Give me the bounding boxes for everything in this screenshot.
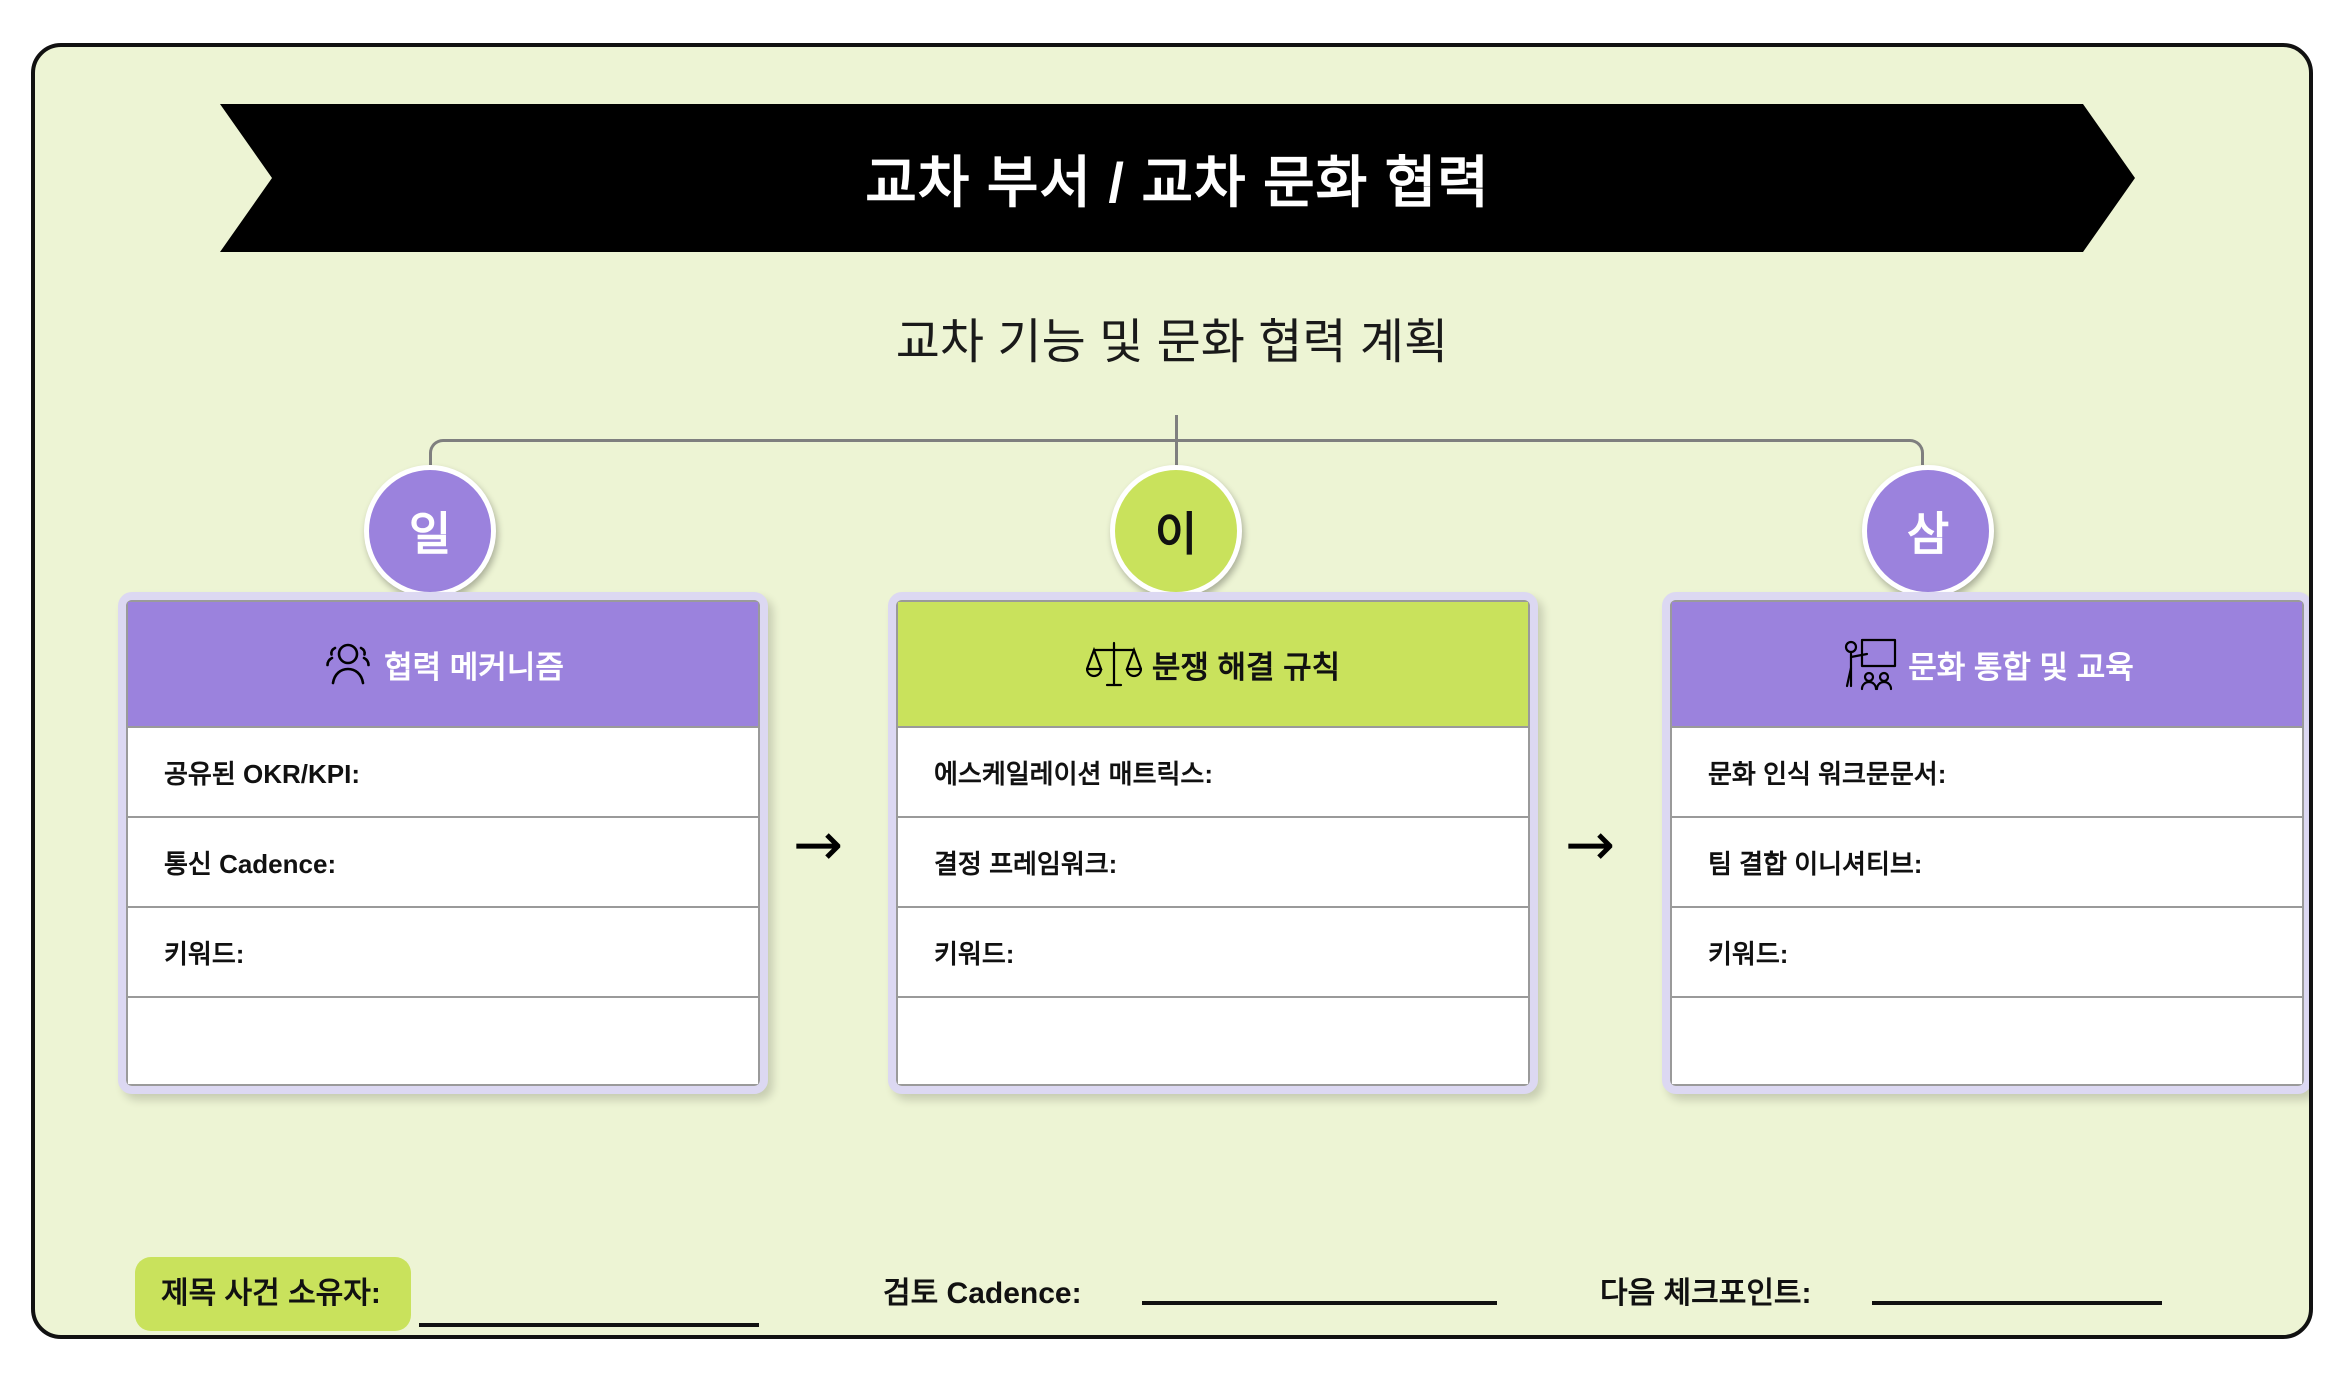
card-dispute-resolution[interactable]: 분쟁 해결 규칙 에스케일레이션 매트릭스: 결정 프레임워크: 키워드:: [888, 592, 1538, 1094]
footer-owner-blank[interactable]: [418, 1322, 759, 1327]
card-3-row-4[interactable]: [1670, 998, 2304, 1086]
footer-review-field[interactable]: 검토 Cadence:: [883, 1279, 1497, 1309]
card-collaboration-mechanism[interactable]: 협력 메커니즘 공유된 OKR/KPI: 통신 Cadence: 키워드:: [118, 592, 768, 1094]
card-1-row-1[interactable]: 공유된 OKR/KPI:: [126, 728, 760, 818]
card-3-header: 문화 통합 및 교육: [1670, 600, 2304, 728]
people-group-icon: [322, 641, 374, 687]
footer-checkpoint-label: 다음 체크포인트:: [1600, 1277, 1812, 1310]
connector-bar: [429, 439, 1924, 465]
card-2-row-4[interactable]: [896, 998, 1530, 1086]
step-badge-2-label: 이: [1154, 508, 1198, 560]
footer-owner-field[interactable]: 제목 사건 소유자:: [135, 1257, 759, 1331]
card-1-row-2[interactable]: 통신 Cadence:: [126, 818, 760, 908]
page-title: 교차 부서 / 교차 문화 협력: [865, 150, 1490, 214]
card-1-row-4[interactable]: [126, 998, 760, 1086]
card-3-title: 문화 통합 및 교육: [1908, 649, 2134, 685]
header-banner: 교차 부서 / 교차 문화 협력: [220, 104, 2135, 252]
footer-checkpoint-blank[interactable]: [1871, 1300, 2162, 1305]
card-3-row-2[interactable]: 팀 결합 이니셔티브:: [1670, 818, 2304, 908]
connector-stem: [1175, 415, 1178, 477]
scales-of-justice-icon: [1085, 639, 1142, 689]
subtitle: 교차 기능 및 문화 협력 계획: [895, 316, 1449, 369]
flow-arrow-1: →: [792, 810, 844, 880]
header-banner-shape: 교차 부서 / 교차 문화 협력: [220, 104, 2135, 252]
card-1-title: 협력 메커니즘: [384, 649, 564, 685]
card-3-row-3[interactable]: 키워드:: [1670, 908, 2304, 998]
card-3-row-1[interactable]: 문화 인식 워크문문서:: [1670, 728, 2304, 818]
footer: 제목 사건 소유자: 검토 Cadence: 다음 체크포인트:: [35, 1242, 2309, 1335]
step-badge-3-label: 삼: [1906, 508, 1950, 560]
card-1-row-3[interactable]: 키워드:: [126, 908, 760, 998]
footer-owner-label: 제목 사건 소유자:: [135, 1257, 411, 1331]
card-2-header: 분쟁 해결 규칙: [896, 600, 1530, 728]
slide-canvas: 교차 부서 / 교차 문화 협력 교차 기능 및 문화 협력 계획 일 이 삼 …: [31, 43, 2313, 1339]
card-2-row-2[interactable]: 결정 프레임워크:: [896, 818, 1530, 908]
presenter-training-icon: [1840, 637, 1898, 691]
footer-review-blank[interactable]: [1141, 1300, 1497, 1305]
footer-checkpoint-field[interactable]: 다음 체크포인트:: [1600, 1279, 2162, 1309]
step-badge-1[interactable]: 일: [364, 465, 496, 597]
footer-review-label: 검토 Cadence:: [883, 1277, 1082, 1310]
step-badge-3[interactable]: 삼: [1862, 465, 1994, 597]
card-cultural-integration[interactable]: 문화 통합 및 교육 문화 인식 워크문문서: 팀 결합 이니셔티브: 키워드:: [1662, 592, 2309, 1094]
step-badge-1-label: 일: [408, 508, 452, 560]
flow-arrow-2: →: [1564, 810, 1616, 880]
card-2-row-3[interactable]: 키워드:: [896, 908, 1530, 998]
card-2-row-1[interactable]: 에스케일레이션 매트릭스:: [896, 728, 1530, 818]
card-2-title: 분쟁 해결 규칙: [1151, 649, 1341, 685]
step-badge-2[interactable]: 이: [1110, 465, 1242, 597]
card-1-header: 협력 메커니즘: [126, 600, 760, 728]
